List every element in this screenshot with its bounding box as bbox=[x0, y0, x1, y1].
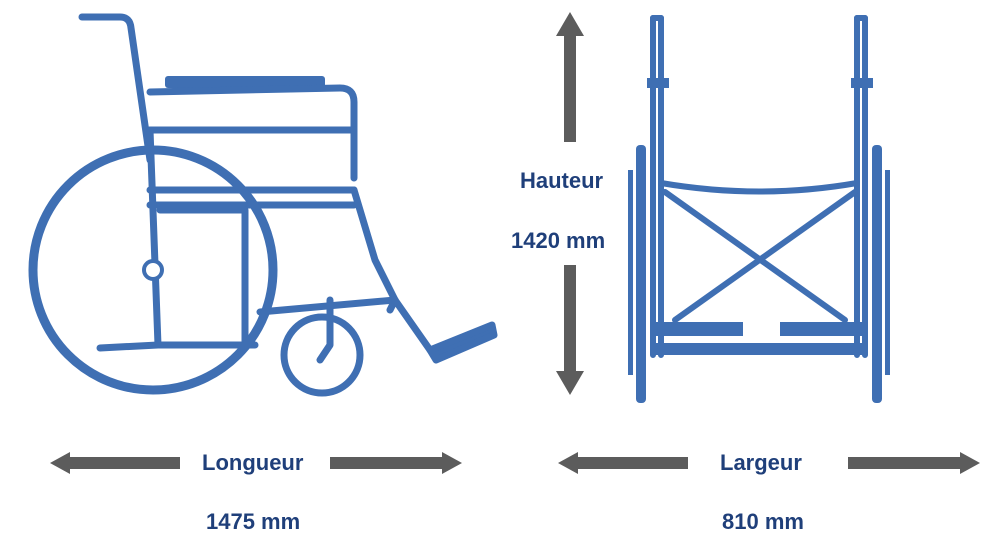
front-left-post bbox=[650, 15, 664, 358]
side-rear-frame bbox=[146, 126, 162, 349]
front-bottom-bar bbox=[655, 343, 865, 355]
front-cross-brace bbox=[662, 189, 858, 323]
length-label: Longueur bbox=[202, 450, 304, 475]
length-arrow-icon bbox=[50, 452, 462, 474]
width-label: Largeur bbox=[720, 450, 802, 475]
front-seat bbox=[658, 180, 860, 195]
wheelchair-side-view-icon bbox=[28, 13, 498, 397]
width-arrow-icon bbox=[558, 452, 980, 474]
front-right-footplate bbox=[780, 322, 868, 336]
side-footplate bbox=[426, 321, 498, 364]
front-right-clamp bbox=[851, 78, 873, 88]
side-cross-rail bbox=[156, 206, 249, 349]
height-label: Hauteur bbox=[520, 168, 604, 193]
side-seat bbox=[146, 126, 358, 209]
side-push-handle bbox=[78, 13, 154, 164]
front-right-wheel bbox=[872, 145, 882, 403]
front-left-footplate bbox=[655, 322, 743, 336]
side-lower-rail bbox=[96, 341, 259, 352]
side-armrest-pad bbox=[165, 76, 325, 88]
length-value: 1475 mm bbox=[206, 509, 301, 534]
front-right-handrim bbox=[885, 170, 890, 375]
height-value: 1420 mm bbox=[511, 228, 606, 253]
side-caster-wheel bbox=[280, 313, 364, 397]
side-legrest bbox=[391, 296, 434, 354]
front-right-post bbox=[854, 15, 868, 358]
side-lower-brace bbox=[256, 296, 399, 316]
side-rear-wheel bbox=[28, 145, 278, 395]
front-left-wheel bbox=[636, 145, 646, 403]
side-armrest-frame bbox=[146, 84, 358, 182]
front-left-clamp bbox=[647, 78, 669, 88]
wheelchair-front-view-icon bbox=[628, 15, 890, 403]
front-left-handrim bbox=[628, 170, 633, 375]
height-arrow-icon bbox=[556, 12, 584, 395]
side-wheel-hub bbox=[142, 259, 164, 281]
side-front-frame bbox=[350, 186, 399, 314]
width-value: 810 mm bbox=[722, 509, 804, 534]
